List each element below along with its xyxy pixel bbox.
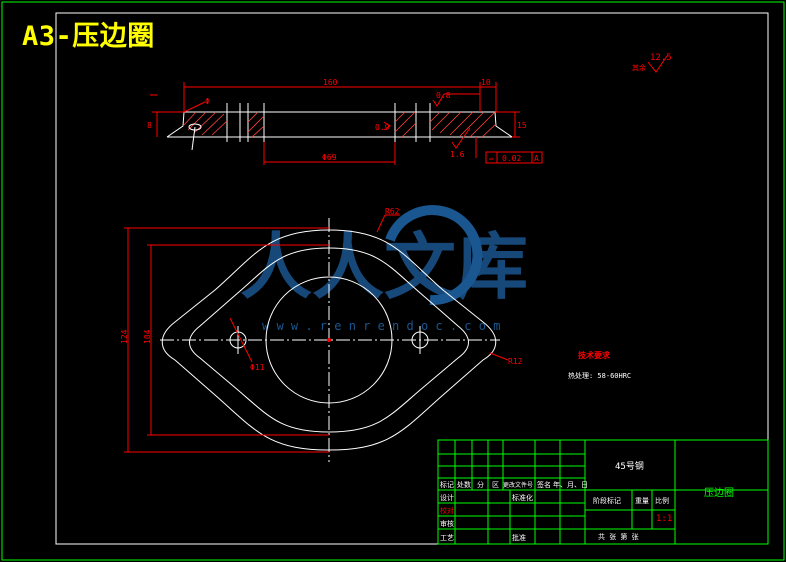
watermark-url: w w w . r e n r e n d o c . c o m: [262, 319, 500, 333]
roughness-other-label: 其余: [632, 63, 646, 72]
tb-header-1: 处数: [457, 480, 471, 489]
plan-inner-contour: [189, 247, 469, 433]
leader-phi11: [229, 317, 253, 363]
center-point: [327, 338, 331, 342]
hatch-left-inner: [247, 111, 265, 138]
leader-phi: [183, 101, 206, 113]
plan-view: 124 104 R62 R12 Φ11: [120, 207, 523, 462]
roughness-other: 其余 12.5: [632, 53, 672, 73]
dim-160-label: 160: [323, 78, 338, 87]
tb-design: 设计: [440, 493, 454, 502]
tb-header-3: 区: [492, 481, 499, 489]
tb-part-name: 压边圈: [704, 487, 734, 499]
tb-check: 审核: [440, 519, 454, 528]
tolerance-value: 0.02: [502, 154, 521, 163]
tb-sheet-info: 共 张 第 张: [598, 532, 639, 541]
tolerance-frame: [485, 151, 543, 164]
tb-scale-value: 1:1: [656, 514, 672, 524]
dim-15-label: 15: [517, 121, 527, 130]
tb-material: 45号钢: [615, 460, 644, 472]
dim-phi69-label: Φ69: [322, 153, 337, 162]
leader-r12: [489, 352, 509, 361]
dim-phi-label: Φ: [205, 97, 210, 106]
tb-process: 工艺: [440, 534, 454, 542]
tech-requirements: 技术要求 热处理: 58-60HRC: [568, 350, 631, 380]
roughness-symbol-08: [432, 93, 480, 107]
roughness-other-value: 12.5: [650, 53, 672, 63]
roughness-symbol-16: [451, 127, 471, 149]
tech-req-line1: 热处理: 58-60HRC: [568, 371, 631, 380]
title-block: [437, 439, 769, 545]
hatch-left: [182, 111, 228, 136]
leader-r62: [376, 214, 386, 233]
title-block-text: 45号钢 压边圈 标记 处数 分 区 更改文件号 签名 年、月、日 设计 校对 …: [440, 460, 734, 542]
tb-stage-mark: 阶段标记: [593, 496, 621, 505]
roughness-08-label: 0.8: [436, 91, 451, 100]
watermark: 人人文库 w w w . r e n r e n d o c . c o m: [240, 205, 528, 333]
sheet-title: A3-压边圈: [22, 21, 155, 52]
tb-header-2: 分: [477, 480, 484, 489]
tb-red-mark: 校对: [440, 506, 454, 515]
tb-scale-label: 比例: [655, 496, 669, 505]
hatch-right-inner: [394, 111, 417, 138]
dim-8-label: 8: [147, 121, 152, 130]
hatch-right: [429, 111, 497, 138]
dim-r62-label: R62: [385, 207, 400, 216]
tb-standardize: 标准化: [512, 493, 533, 502]
dim-104-label: 104: [143, 329, 152, 344]
roughness-other-symbol: [647, 55, 668, 73]
roughness-symbol-09: [383, 121, 391, 131]
tolerance-symbol: ▱: [489, 154, 494, 163]
leader-groove: [191, 126, 196, 151]
tech-req-title: 技术要求: [578, 350, 611, 360]
tb-header-0: 标记: [440, 480, 454, 489]
roughness-09-label: 0.9: [375, 123, 390, 132]
tolerance-datum: A: [534, 154, 539, 163]
tb-weight: 重量: [635, 497, 649, 505]
tb-header-5: 签名: [537, 480, 551, 489]
section-view: 160 10 Φ69 8 15 Φ 0.8 0.9 1.6 ▱ 0.02 A: [147, 78, 543, 165]
watermark-brand: 人人文库: [240, 225, 528, 309]
dim-10-label: 10: [481, 78, 491, 87]
watermark-logo-arc: [385, 205, 483, 306]
roughness-16-label: 1.6: [450, 150, 465, 159]
dim-r12-label: R12: [508, 357, 523, 366]
tb-approve: 批准: [512, 533, 526, 542]
title-block-frame: [437, 439, 769, 545]
dim-phi11-label: Φ11: [250, 363, 265, 372]
tb-header-6: 年、月、日: [553, 480, 588, 489]
dim-124-label: 124: [120, 329, 129, 344]
inner-frame: [55, 12, 769, 545]
tb-header-4: 更改文件号: [503, 481, 533, 489]
